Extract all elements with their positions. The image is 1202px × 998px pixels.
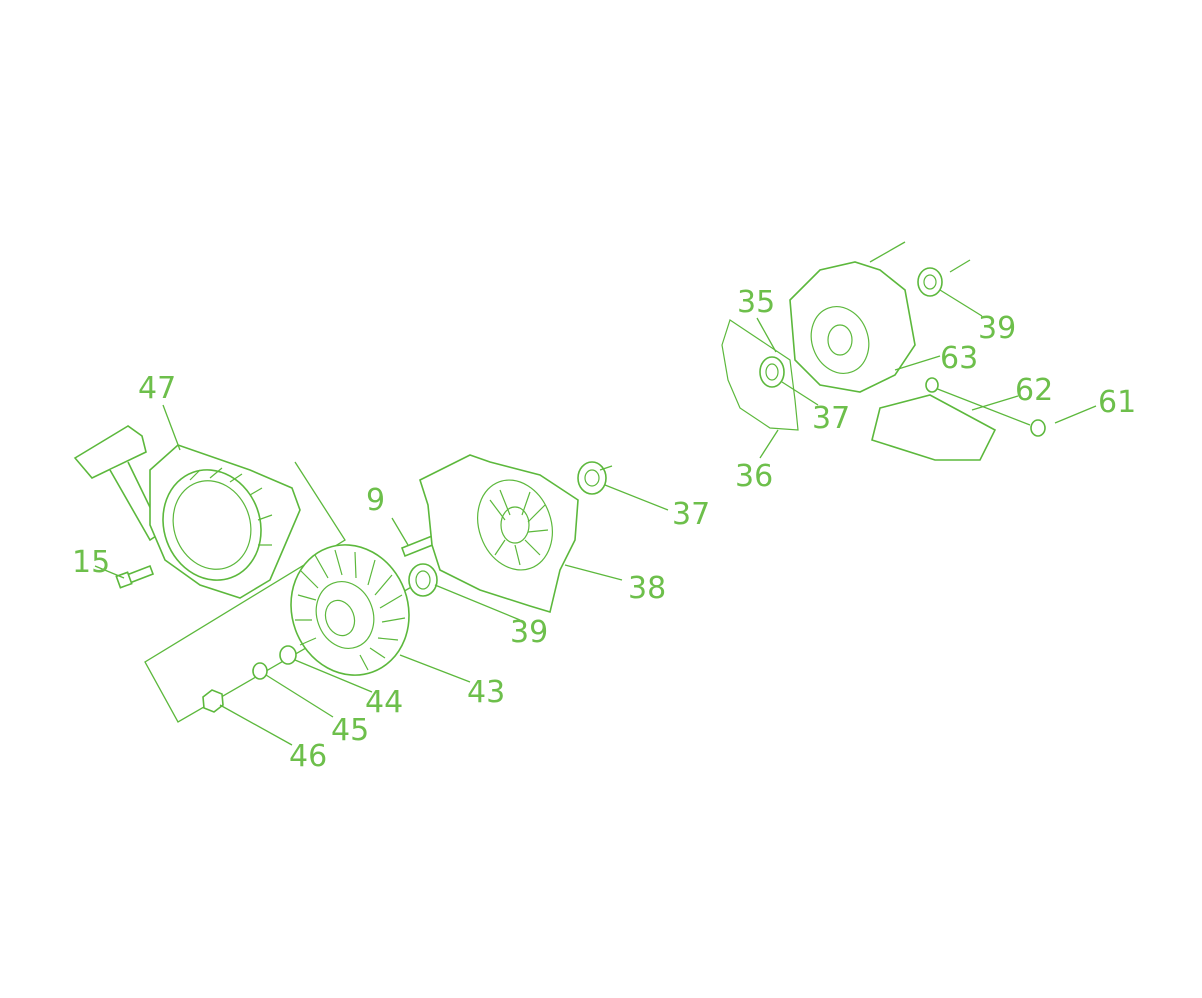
callout-37-upper: 37 [812,401,850,436]
cover-plate-part-62 [871,394,997,461]
washer-part-44 [279,645,297,665]
callout-61: 61 [1098,385,1136,420]
callout-44: 44 [365,685,403,720]
bearing-part-35-37 [759,356,785,388]
callout-47: 47 [138,371,176,406]
stud-part-9 [400,534,437,558]
callout-63: 63 [940,341,978,376]
callout-15: 15 [72,545,110,580]
oil-seal-part-39 [408,563,438,597]
callout-38: 38 [628,571,666,606]
callout-36: 36 [735,459,773,494]
screw-part-61 [925,377,1046,437]
flywheel-fan-part [290,544,410,676]
washer-part-45 [252,662,268,680]
callout-35: 35 [737,285,775,320]
crankcase-half-part-38 [419,454,579,614]
leader-lines [94,289,1097,746]
recoil-starter-part [73,425,301,599]
callout-45: 45 [331,713,369,748]
nut-part-46 [202,689,224,713]
callout-39-right: 39 [978,311,1016,346]
callout-39: 39 [510,615,548,650]
callout-46: 46 [289,739,327,774]
crankcase-right-part [789,241,971,393]
callout-9: 9 [366,483,385,518]
oil-seal-part-39-right [917,267,943,297]
callout-43: 43 [467,675,505,710]
callout-37: 37 [672,497,710,532]
callout-62: 62 [1015,373,1053,408]
bearing-part-37 [577,461,613,495]
